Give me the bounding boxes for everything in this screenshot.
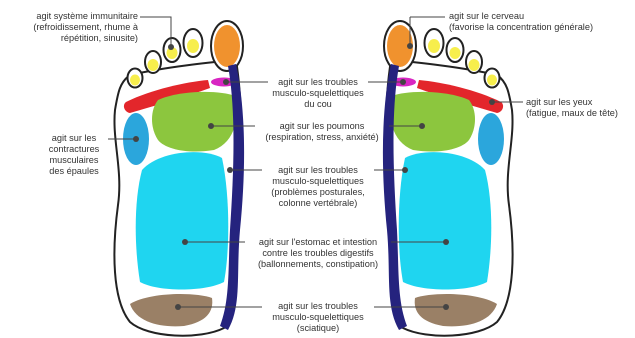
label-sciatic: agit sur les troubles musculo-squelettiq… — [262, 301, 374, 334]
label-stomach: agit sur l'estomac et intestion contre l… — [242, 237, 394, 270]
dot-neck-left — [223, 79, 229, 85]
label-spine: agit sur les troubles musculo-squelettiq… — [262, 165, 374, 209]
label-immune: agit système immunitaire (refroidissemen… — [33, 11, 138, 44]
dot-brain — [407, 43, 413, 49]
dot-sciatic-left — [175, 304, 181, 310]
left-toe-zone-2 — [187, 39, 199, 53]
right-shoulder-zone — [478, 113, 504, 165]
left-toe-zone-5 — [130, 75, 140, 86]
right-toe-zone-5 — [487, 75, 497, 86]
dot-eyes — [489, 99, 495, 105]
right-stomach-zone — [399, 152, 492, 289]
label-neck: agit sur les troubles musculo-squelettiq… — [268, 77, 368, 110]
left-stomach-zone — [136, 152, 229, 289]
label-eyes: agit sur les yeux (fatigue, maux de tête… — [526, 97, 618, 119]
right-lung-zone — [390, 92, 475, 152]
right-foot — [383, 21, 513, 336]
left-brain-zone — [214, 25, 240, 67]
dot-immune — [168, 44, 174, 50]
dot-neck-right — [400, 79, 406, 85]
dot-lungs-left — [208, 123, 214, 129]
right-toe-zone-4 — [469, 59, 480, 71]
dot-sciatic-right — [443, 304, 449, 310]
left-foot — [114, 21, 244, 336]
dot-stomach-right — [443, 239, 449, 245]
right-toe-zone-3 — [450, 47, 461, 59]
label-shoulders: agit sur les contractures musculaires de… — [40, 133, 108, 177]
left-lung-zone — [152, 92, 237, 152]
dot-spine-left — [227, 167, 233, 173]
dot-stomach-left — [182, 239, 188, 245]
dot-shoulders — [133, 136, 139, 142]
label-lungs: agit sur les poumons (respiration, stres… — [252, 121, 392, 143]
label-brain: agit sur le cerveau (favorise la concent… — [449, 11, 593, 33]
dot-lungs-right — [419, 123, 425, 129]
dot-spine-right — [402, 167, 408, 173]
left-toe-zone-4 — [148, 59, 159, 71]
right-toe-zone-2 — [428, 39, 440, 53]
